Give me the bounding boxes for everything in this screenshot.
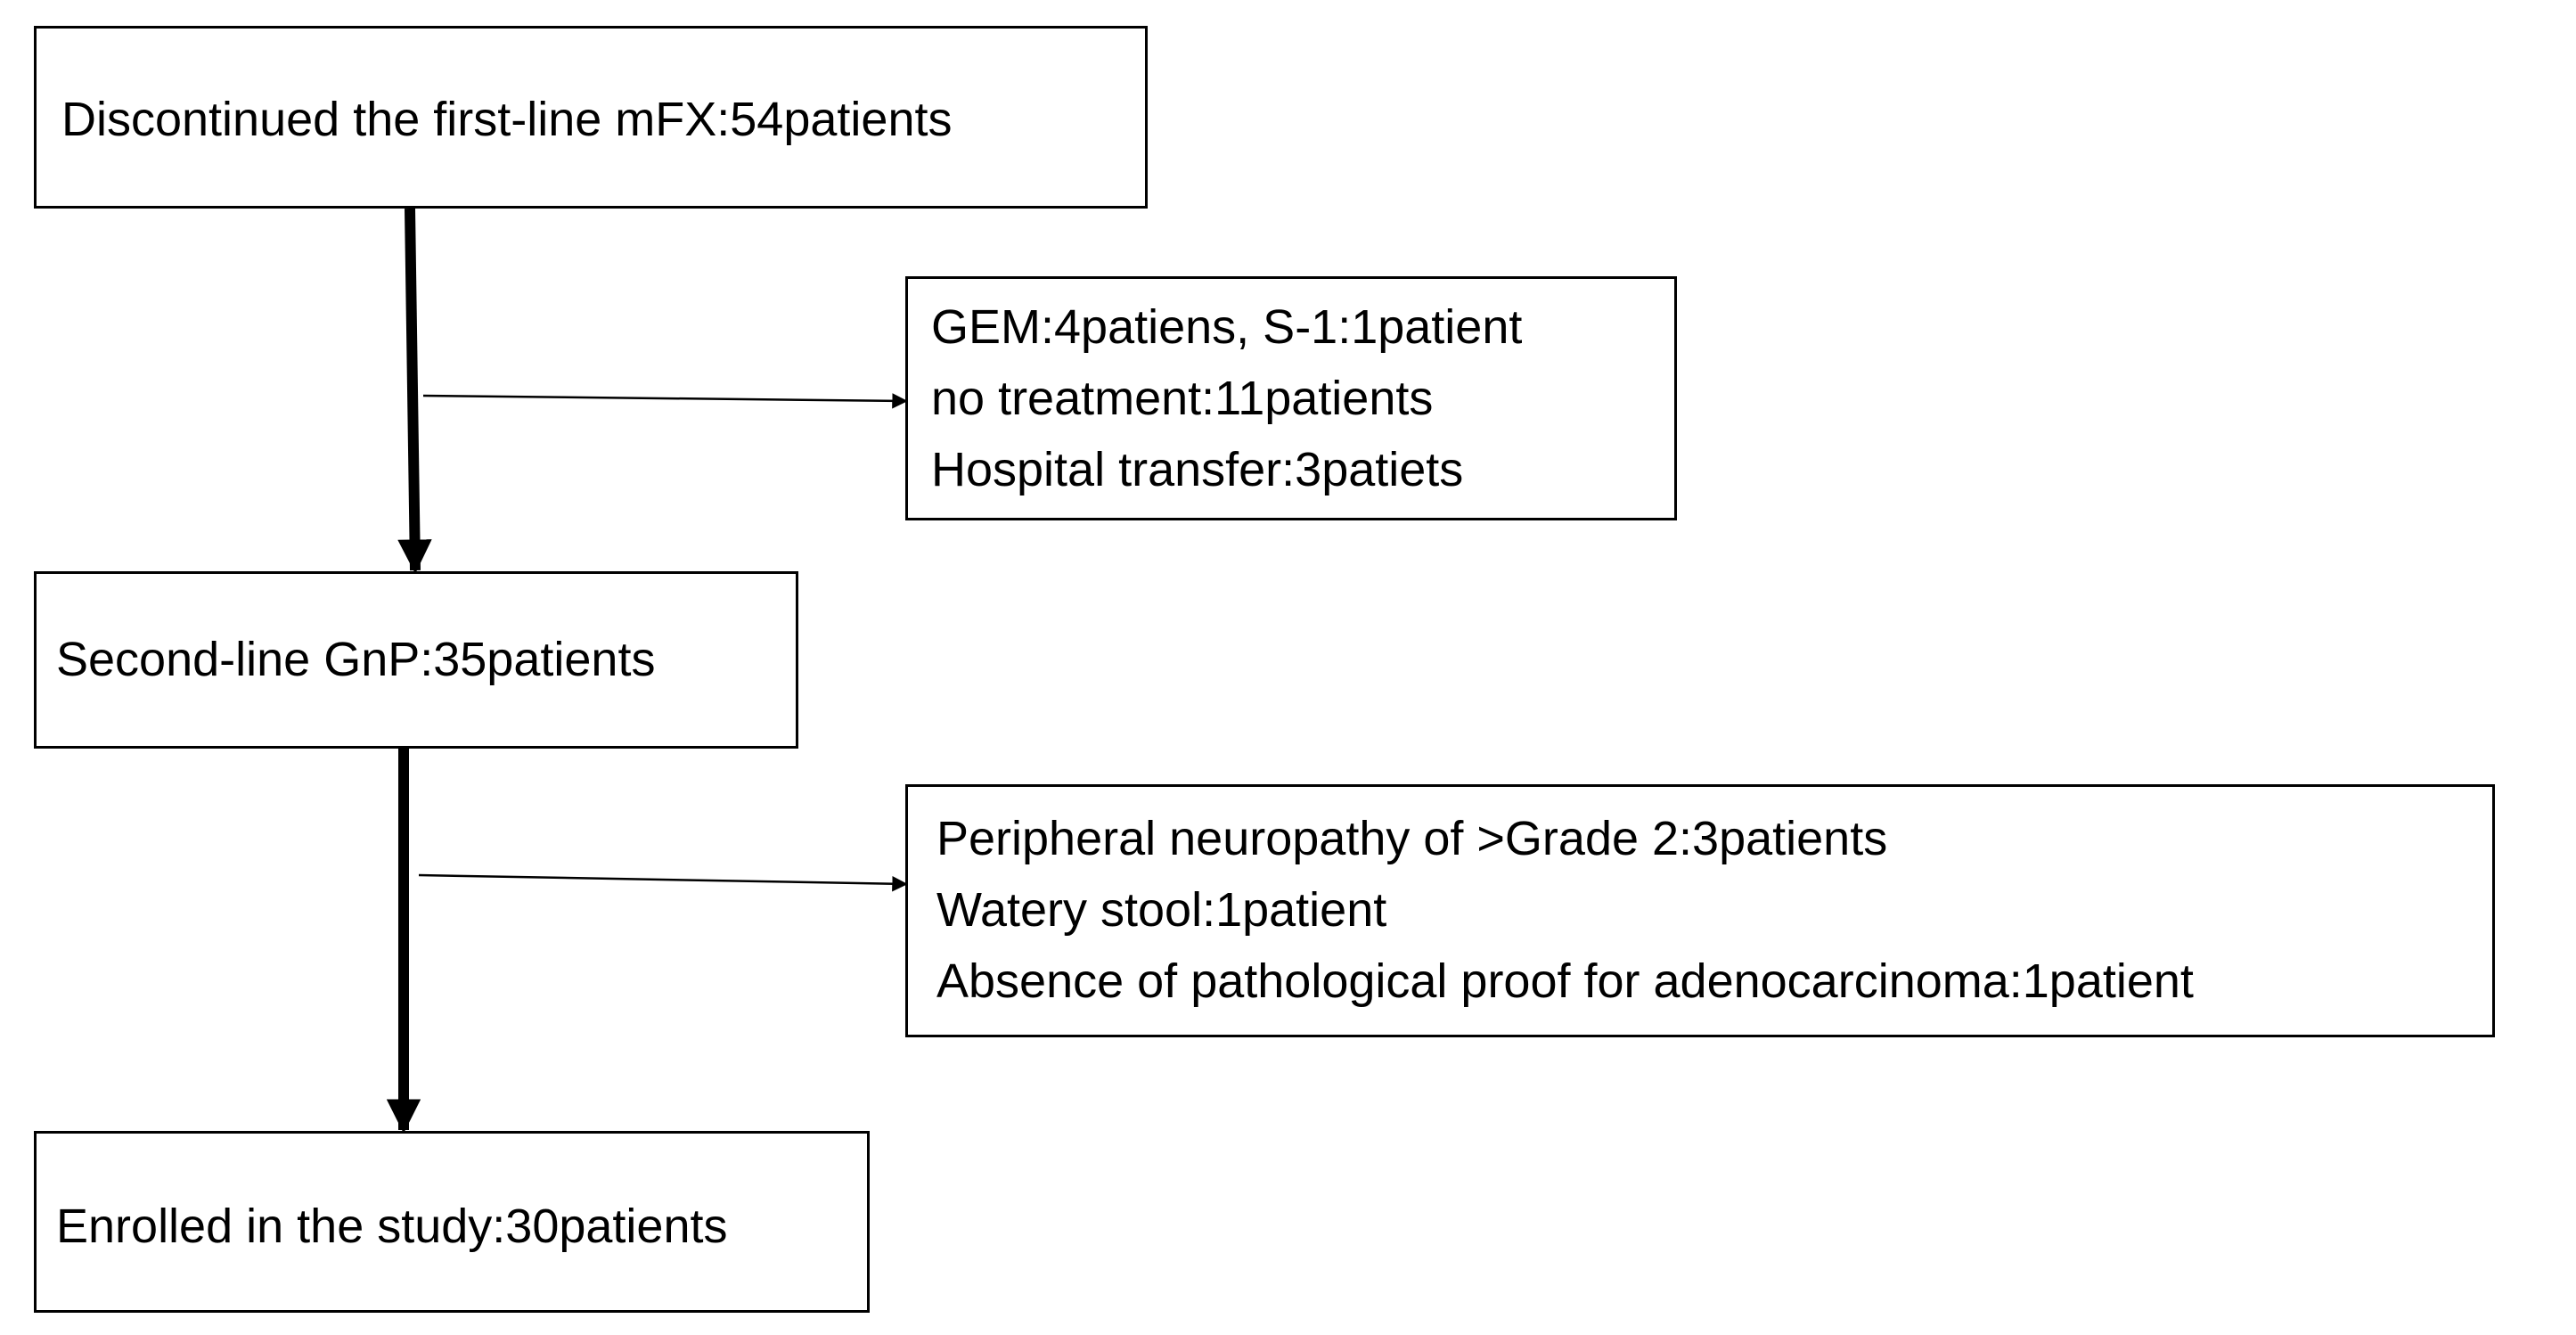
exclusion2-line-2: Watery stool:1patient <box>936 883 1387 937</box>
branch-arrow-exclusion1 <box>422 393 908 409</box>
step3-box: Enrolled in the study:30patients <box>34 1131 870 1313</box>
step2-text: Second-line GnP:35patients <box>56 633 656 686</box>
exclusion2-line-3: Absence of pathological proof for adenoc… <box>936 954 2194 1008</box>
step2-box: Second-line GnP:35patients <box>34 571 798 749</box>
exclusion2-line-1: Peripheral neuropathy of >Grade 2:3patie… <box>936 812 1888 865</box>
step1-box: Discontinued the first-line mFX:54patien… <box>34 26 1148 209</box>
exclusion1-line-1: GEM:4patiens, S-1:1patient <box>931 300 1523 354</box>
branch-arrow-exclusion2 <box>418 873 908 892</box>
exclusion1-line-3: Hospital transfer:3patiets <box>931 443 1464 496</box>
exclusion1-box: GEM:4patiens, S-1:1patient no treatment:… <box>905 276 1677 520</box>
exclusion2-box: Peripheral neuropathy of >Grade 2:3patie… <box>905 784 2495 1037</box>
step3-text: Enrolled in the study:30patients <box>56 1200 728 1253</box>
exclusion1-line-2: no treatment:11patients <box>931 372 1434 425</box>
step1-text: Discontinued the first-line mFX:54patien… <box>61 93 953 146</box>
arrow-step1-to-step2 <box>397 208 432 574</box>
